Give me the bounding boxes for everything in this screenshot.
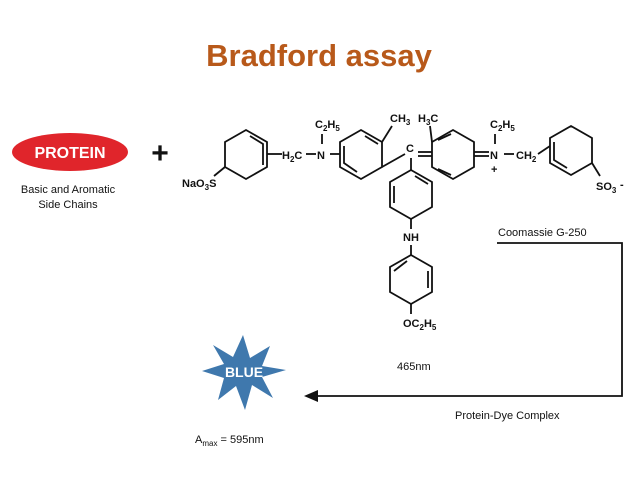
- ch3-right-label: H3C: [418, 113, 438, 127]
- page-title: Bradford assay: [206, 38, 432, 73]
- benzene-ring-mid-left: [339, 128, 383, 181]
- benzene-ring-left: [224, 128, 268, 181]
- ethyl-right-label: C2H5: [490, 119, 515, 133]
- plus-sign: +: [151, 137, 169, 170]
- arrow-head: [304, 390, 318, 402]
- complex-label: Protein-Dye Complex: [455, 410, 560, 422]
- ch2-label: CH2: [516, 150, 537, 164]
- benzene-ring-right: [549, 124, 593, 177]
- ethyl-left-label: C2H5: [315, 119, 340, 133]
- protein-desc-line2: Side Chains: [38, 199, 98, 211]
- naso3s-label: NaO3S: [182, 178, 216, 192]
- ch3-left-label: CH3: [390, 113, 411, 127]
- dye-absorbance-label: 465nm: [397, 361, 431, 373]
- h2c-label: H2C: [282, 150, 302, 164]
- so3-label: SO3: [596, 181, 617, 195]
- blue-star-shape: [202, 335, 286, 410]
- nh-label: NH: [403, 232, 419, 244]
- n-right-label: N: [490, 150, 498, 162]
- protein-badge: PROTEIN: [12, 133, 128, 171]
- protein-desc-line1: Basic and Aromatic: [21, 184, 116, 196]
- benzene-ring-bottom: [389, 253, 433, 306]
- dye-name-label: Coomassie G-250: [498, 227, 587, 239]
- oc2h5-label: OC2H5: [403, 318, 437, 332]
- blue-star-label: BLUE: [225, 364, 263, 380]
- reaction-arrow: [314, 242, 623, 397]
- quinoid-ring: [431, 128, 475, 181]
- benzene-ring-lower: [389, 168, 433, 221]
- protein-badge-label: PROTEIN: [34, 145, 105, 162]
- center-carbon-label: C: [406, 143, 414, 155]
- protein-badge-shape: [12, 133, 128, 171]
- n-right-charge: +: [491, 164, 497, 176]
- n-left-label: N: [317, 150, 325, 162]
- so3-charge: -: [620, 179, 624, 191]
- amax-label: Amax = 595nm: [195, 434, 264, 448]
- blue-star: BLUE: [202, 335, 286, 410]
